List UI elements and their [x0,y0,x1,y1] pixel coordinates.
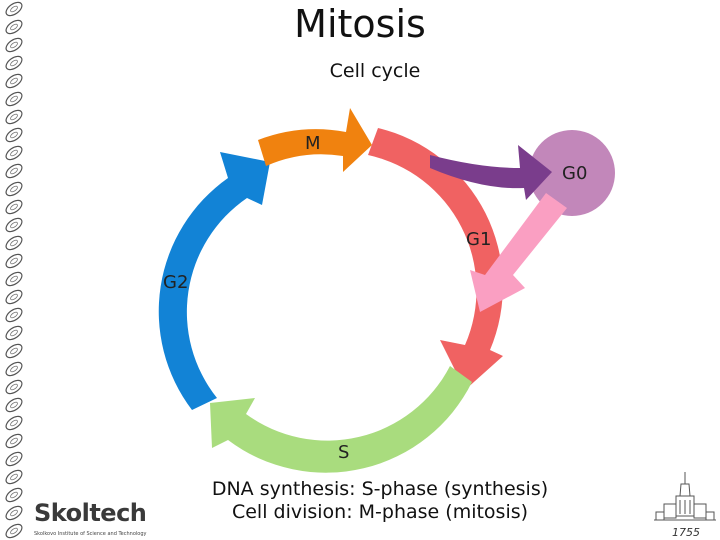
caption: DNA synthesis: S-phase (synthesis) Cell … [170,478,590,524]
page-title: Mitosis [294,2,426,46]
label-g1: G1 [466,229,491,250]
caption-line-2: Cell division: M-phase (mitosis) [231,501,529,523]
label-g0: G0 [562,163,587,184]
m-phase-arrow [258,108,372,172]
msu-year: 1755 [672,526,700,539]
skoltech-wordmark: Skoltech [34,499,147,527]
label-g2: G2 [163,272,188,293]
msu-building-icon: 1755 [654,472,716,539]
arrow-from-g0 [470,193,567,312]
skoltech-subtitle: Skolkovo Institute of Science and Techno… [34,531,147,537]
caption-line-1: DNA synthesis: S-phase (synthesis) [211,478,549,500]
decorative-border [0,0,28,540]
s-phase-arrow [210,366,472,473]
g2-phase-arrow [158,152,270,410]
page-subtitle: Cell cycle [329,60,421,82]
arrow-to-g0 [430,145,552,200]
skoltech-logo: Skoltech Skolkovo Institute of Science a… [28,498,152,540]
g0-circle [529,130,615,216]
label-s: S [338,442,349,463]
g1-phase-arrow [368,128,503,390]
label-m: M [305,133,321,154]
